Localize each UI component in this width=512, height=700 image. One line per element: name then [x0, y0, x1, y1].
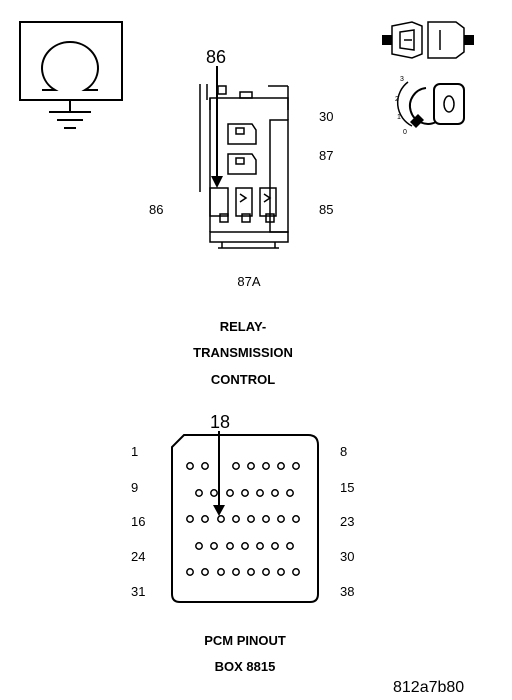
pcm-pin-hole	[292, 462, 300, 470]
key-position-3: 3	[400, 76, 404, 83]
key-position-0: 0	[403, 129, 407, 136]
relay-arrow-label: 86	[206, 47, 226, 67]
pcm-pin-hole	[232, 462, 240, 470]
figure-id: 812a7b80	[393, 679, 464, 696]
pcm-pin-hole	[232, 515, 240, 523]
relay-pin-86-label: 86	[149, 202, 163, 217]
pcm-left-label-row-2: 9	[131, 480, 138, 495]
pcm-pin-hole	[277, 515, 285, 523]
key-position-2: 2	[395, 96, 399, 103]
relay-pin-85-label: 85	[319, 202, 333, 217]
relay-pin-87a-label: 87A	[237, 274, 260, 289]
pcm-pin-hole	[210, 489, 218, 497]
pcm-pin-hole	[241, 542, 249, 550]
connector-plug-icon	[382, 21, 474, 59]
key-position-1: 1	[397, 114, 401, 121]
pcm-pin-holes	[186, 462, 300, 576]
pcm-connector	[171, 434, 319, 603]
pcm-pin-hole	[186, 568, 194, 576]
pcm-pin-hole	[277, 568, 285, 576]
ignition-key-icon: 3 2 1 0	[395, 76, 465, 136]
pcm-pin-hole	[217, 515, 225, 523]
pcm-pin-hole	[201, 568, 209, 576]
relay-title-line-1: RELAY-	[220, 319, 266, 334]
pcm-pin-hole	[286, 542, 294, 550]
pcm-title-line-1: PCM PINOUT	[204, 633, 286, 648]
pcm-pin-hole	[256, 542, 264, 550]
relay-pin-87-label: 87	[319, 148, 333, 163]
pcm-left-label-row-4: 24	[131, 549, 145, 564]
pcm-left-label-row-3: 16	[131, 514, 145, 529]
pcm-right-label-row-4: 30	[340, 549, 354, 564]
pcm-pin-hole	[292, 515, 300, 523]
pcm-pin-hole	[232, 568, 240, 576]
pcm-pin-hole	[201, 515, 209, 523]
pcm-pin-hole	[292, 568, 300, 576]
relay-body	[199, 84, 289, 249]
pcm-right-label-row-1: 8	[340, 444, 347, 459]
pcm-pin-hole	[271, 542, 279, 550]
pcm-pin-hole	[195, 489, 203, 497]
pcm-pin-hole	[286, 489, 294, 497]
pcm-pin-hole	[247, 568, 255, 576]
pcm-pin-hole	[256, 489, 264, 497]
pcm-pin-hole	[247, 462, 255, 470]
pcm-pin-hole	[271, 489, 279, 497]
pcm-pin-hole	[262, 568, 270, 576]
relay-title-line-3: CONTROL	[211, 372, 275, 387]
pcm-arrow-label: 18	[210, 412, 230, 432]
pcm-pin-hole	[186, 515, 194, 523]
pcm-right-label-row-2: 15	[340, 480, 354, 495]
pcm-title-line-2: BOX 8815	[215, 659, 276, 674]
pcm-pin-hole	[201, 462, 209, 470]
pcm-pin-hole	[247, 515, 255, 523]
pcm-pin-hole	[217, 568, 225, 576]
relay-title-line-2: TRANSMISSION	[193, 345, 293, 360]
pcm-right-label-row-5: 38	[340, 584, 354, 599]
pcm-pin-hole	[226, 542, 234, 550]
ground-symbol-icon	[19, 21, 123, 129]
pcm-pin-hole	[262, 462, 270, 470]
pcm-pin-hole	[241, 489, 249, 497]
pcm-pin-hole	[277, 462, 285, 470]
pcm-pin-hole	[186, 462, 194, 470]
pcm-pin-hole	[262, 515, 270, 523]
pcm-left-label-row-5: 31	[131, 584, 145, 599]
relay-pin-86-arrow	[211, 66, 223, 188]
pcm-pin-hole	[210, 542, 218, 550]
pcm-pin-hole	[195, 542, 203, 550]
pcm-pin-18-arrow	[213, 431, 225, 516]
pcm-left-label-row-1: 1	[131, 444, 138, 459]
relay-pin-30-label: 30	[319, 109, 333, 124]
pcm-right-label-row-3: 23	[340, 514, 354, 529]
pcm-pin-hole	[226, 489, 234, 497]
